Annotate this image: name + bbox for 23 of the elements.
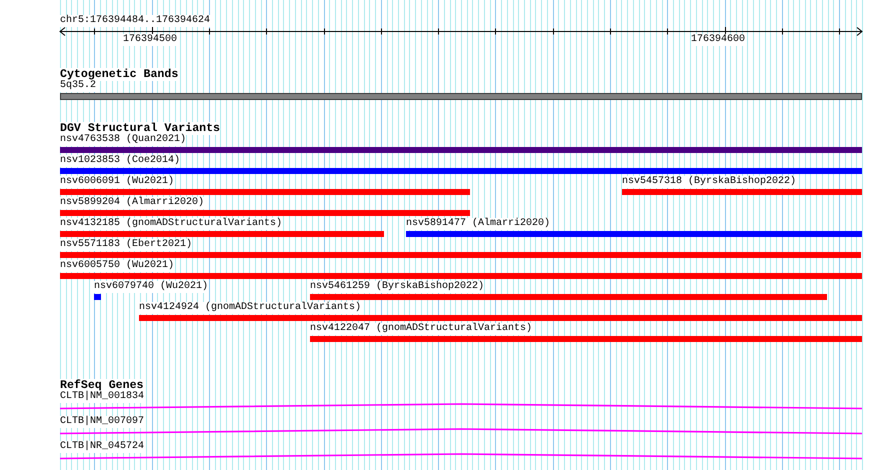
variant-label: nsv5457318 (ByrskaBishop2022): [622, 176, 796, 188]
variant-label: nsv5899204 (Almarri2020): [60, 197, 204, 209]
variant-label: nsv6079740 (Wu2021): [94, 281, 208, 293]
variant-label: nsv4763538 (Quan2021): [60, 134, 186, 146]
tick-label: 176394600: [691, 34, 746, 46]
variant-label: nsv5571183 (Ebert2021): [60, 239, 192, 251]
variant-label: nsv6006091 (Wu2021): [60, 176, 174, 188]
variant-label: nsv4124924 (gnomADStructuralVariants): [139, 302, 362, 314]
coordinate-range-label: chr5:176394484..176394624: [60, 15, 210, 27]
tick-label: 176394500: [123, 34, 178, 46]
variant-label: nsv6005750 (Wu2021): [60, 260, 174, 272]
track-title: RefSeq Genes: [60, 379, 144, 392]
band-label: 5q35.2: [60, 80, 96, 92]
variant-label: nsv5461259 (ByrskaBishop2022): [310, 281, 484, 293]
transcript-label: CLTB|NM_001834: [60, 391, 144, 403]
track-title: Cytogenetic Bands: [60, 68, 178, 81]
variant-label: nsv4132185 (gnomADStructuralVariants): [60, 218, 282, 230]
track-title: DGV Structural Variants: [60, 122, 220, 135]
transcript-label: CLTB|NR_045724: [60, 441, 144, 453]
transcript-label: CLTB|NM_007097: [60, 416, 144, 428]
variant-label: nsv5891477 (Almarri2020): [406, 218, 550, 230]
variant-label: nsv1023853 (Coe2014): [60, 155, 180, 167]
variant-label: nsv4122047 (gnomADStructuralVariants): [310, 323, 532, 335]
